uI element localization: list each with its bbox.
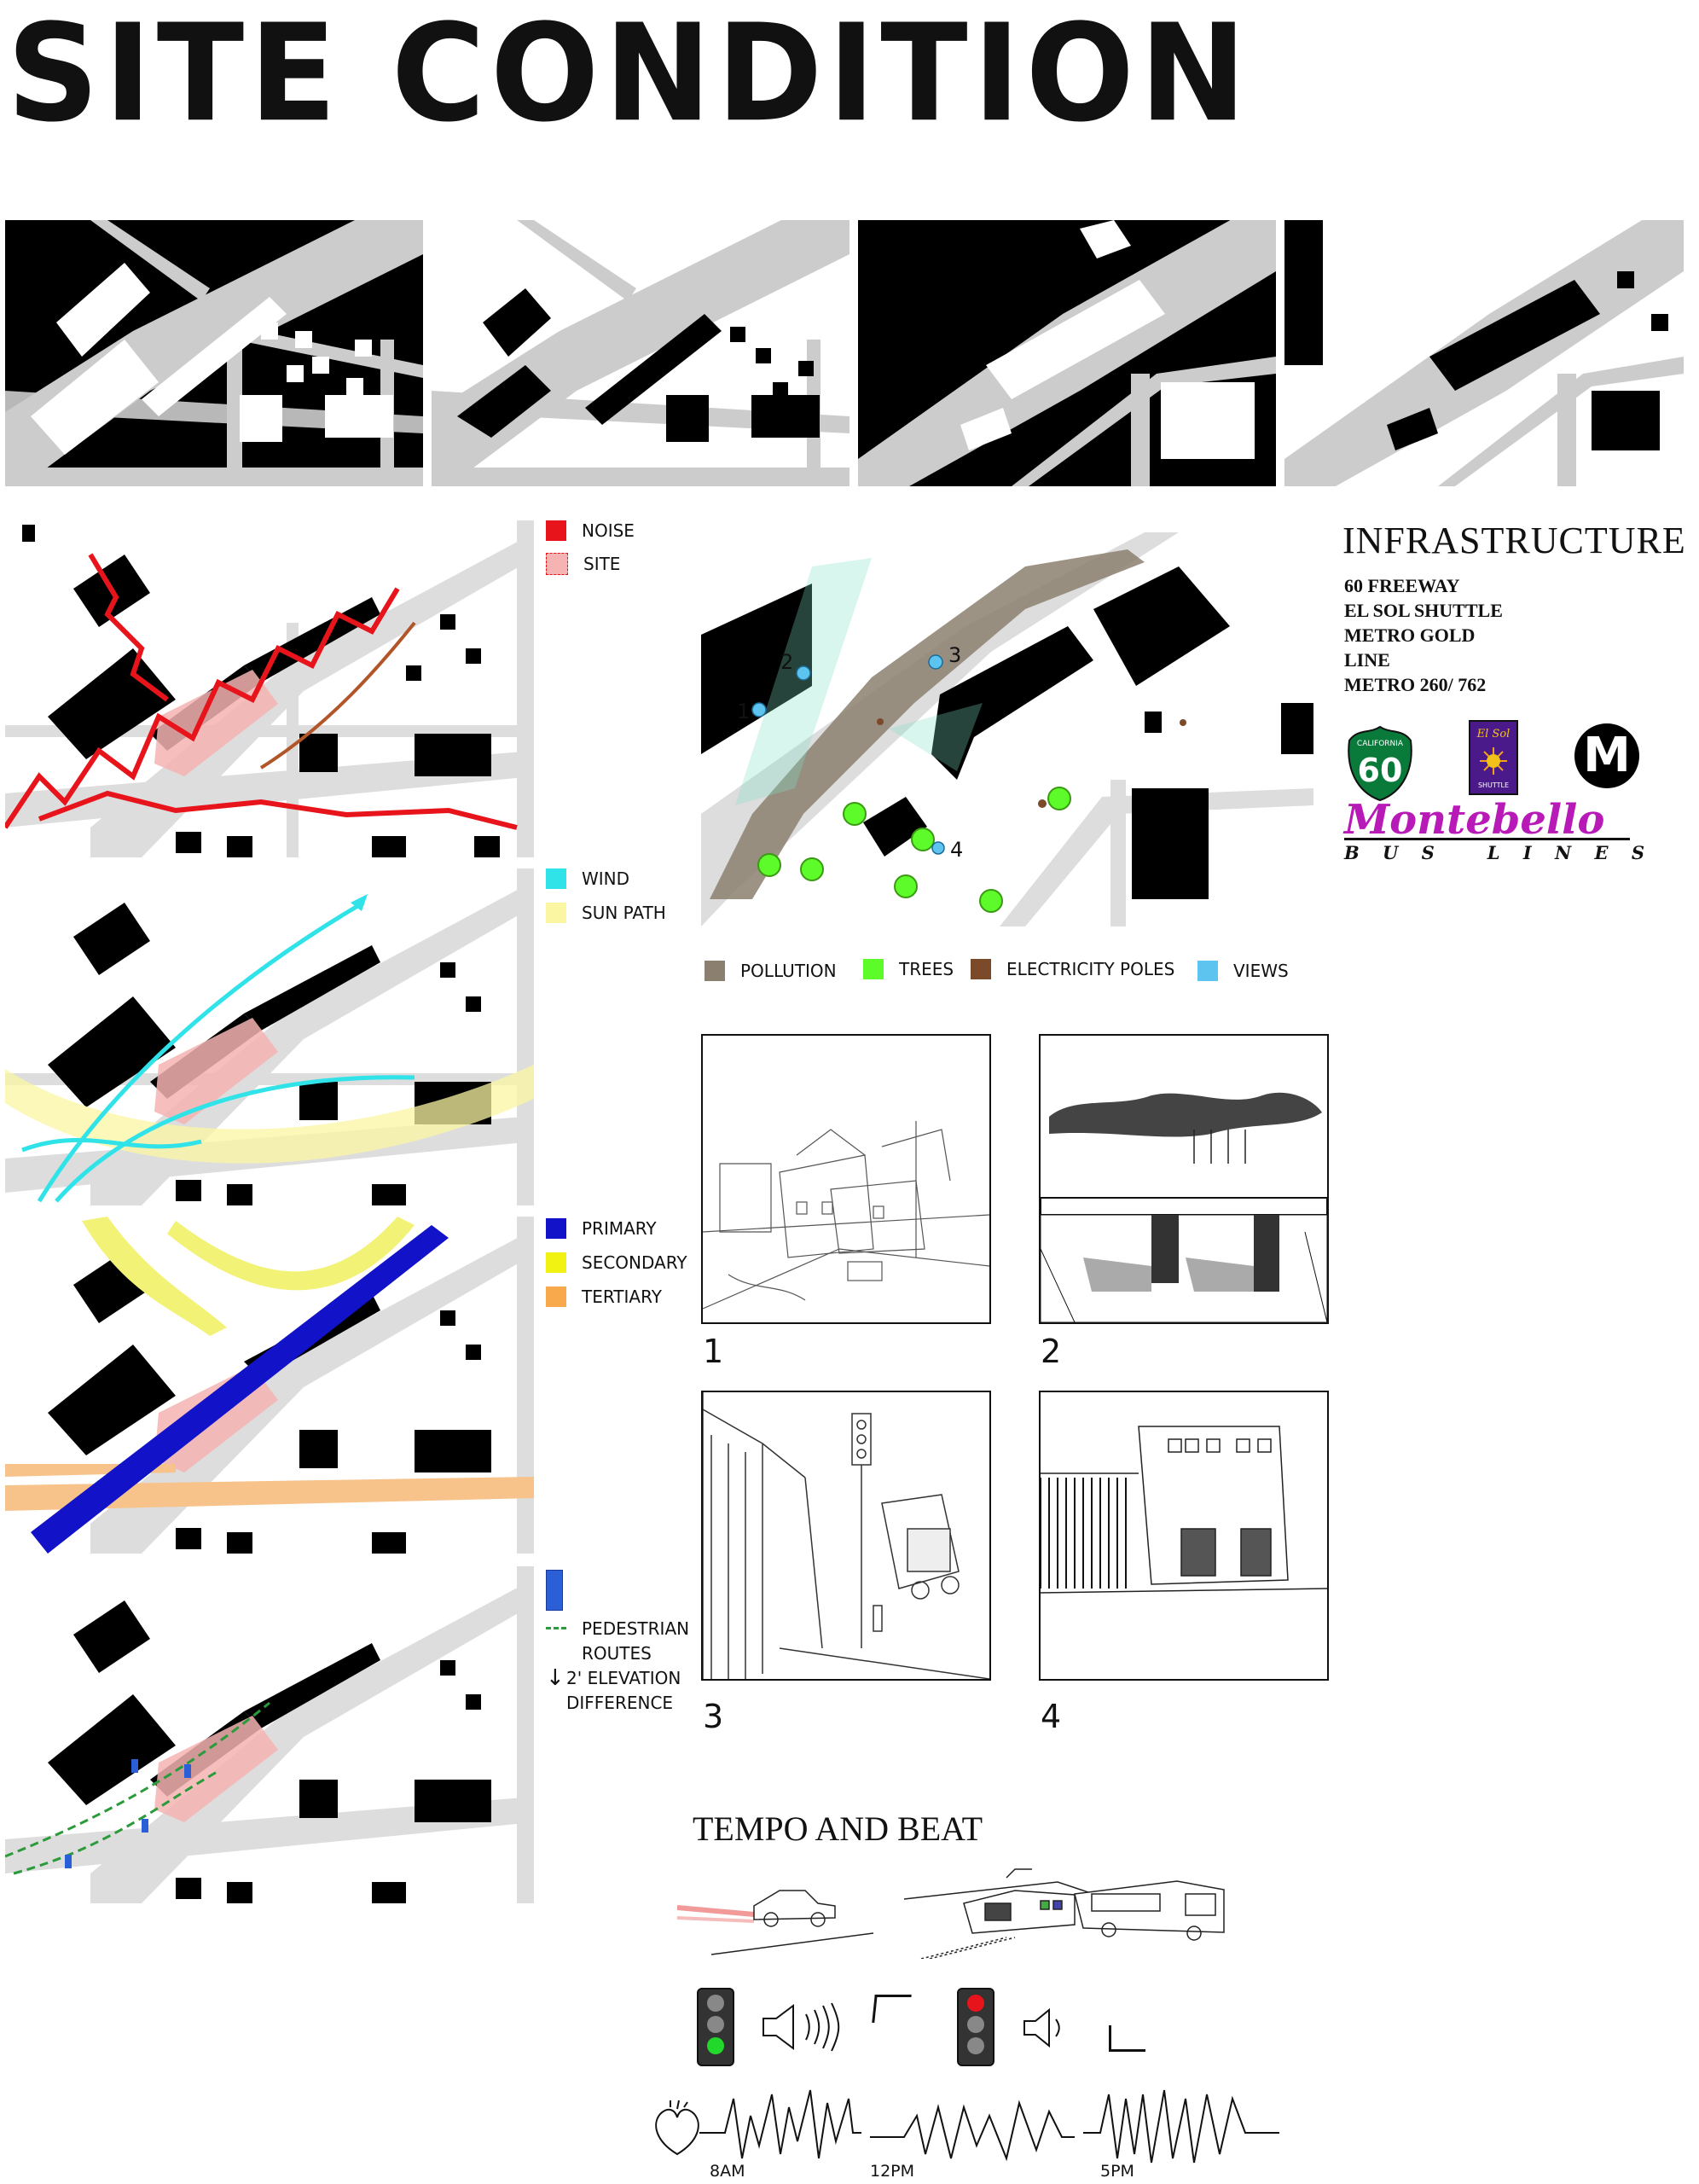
legend-label: SITE: [583, 554, 621, 574]
view-marker-2: 2: [780, 650, 793, 674]
view-number-4: 4: [1041, 1698, 1062, 1735]
legend-label: WIND: [582, 868, 630, 889]
noise-analysis-map: [5, 520, 534, 857]
legend-trees: TREES: [863, 959, 954, 979]
wind-sun-analysis-map: [5, 868, 534, 1205]
views-swatch: [1197, 961, 1218, 981]
page-title: SITE CONDITION: [7, 0, 1252, 153]
el-sol-shuttle-logo: El Sol SHUTTLE: [1469, 720, 1518, 795]
view-number-2: 2: [1041, 1333, 1062, 1370]
infrastructure-line: LINE: [1344, 649, 1390, 671]
legend-tertiary: TERTIARY: [546, 1287, 662, 1307]
elevation-arrow-icon: ↓: [546, 1665, 565, 1691]
infrastructure-map: 1 2 3 4: [701, 532, 1313, 926]
metro-letter: M: [1583, 728, 1631, 783]
montebello-logo: Montebello B U S L I N E S: [1344, 799, 1651, 863]
figure-ground-map-2: [432, 220, 850, 486]
legend-label: SECONDARY: [582, 1252, 687, 1273]
sun-path-swatch: [546, 903, 566, 923]
road-hierarchy-map: [5, 1217, 534, 1554]
legend-secondary: SECONDARY: [546, 1252, 687, 1273]
secondary-swatch: [546, 1252, 566, 1273]
shield-number: 60: [1358, 752, 1403, 789]
legend-label: POLLUTION: [740, 961, 837, 981]
legend-label: DIFFERENCE: [566, 1693, 674, 1713]
view-sketch-2: [1039, 1034, 1329, 1324]
traffic-light-green-icon: [697, 1988, 734, 2066]
route-60-shield-icon: CALIFORNIA 60: [1344, 725, 1416, 802]
bus-sketch-icon: [1066, 1868, 1237, 1954]
legend-views: VIEWS: [1197, 961, 1289, 981]
time-label-5pm: 5PM: [1100, 2162, 1134, 2181]
loud-speaker-icon: [759, 2001, 861, 2053]
heartbeat-12pm: [870, 2082, 1075, 2175]
legend-electricity-poles: ELECTRICITY POLES: [971, 959, 1174, 979]
legend-label: NOISE: [582, 520, 635, 541]
wind-swatch: [546, 868, 566, 889]
view-sketch-4: [1039, 1391, 1329, 1681]
metro-logo-icon: M: [1574, 723, 1639, 788]
time-label-8am: 8AM: [710, 2162, 745, 2181]
shield-state-text: CALIFORNIA: [1357, 740, 1404, 748]
legend-primary: PRIMARY: [546, 1218, 657, 1239]
view-marker-1: 1: [737, 700, 750, 723]
legend-label: ELECTRICITY POLES: [1006, 959, 1175, 979]
view-marker-3: 3: [948, 643, 961, 667]
legend-wind: WIND: [546, 868, 629, 889]
montebello-wordmark: Montebello: [1344, 796, 1605, 844]
car-sketch-icon: [676, 1865, 882, 1959]
figure-ground-map-4: [1284, 220, 1684, 486]
legend-label: 2' ELEVATION: [566, 1668, 681, 1688]
heartbeat-5pm: [1083, 2082, 1279, 2175]
legend-pedestrian-marker: [546, 1570, 563, 1611]
tempo-drop-mark: [1109, 2025, 1145, 2052]
legend-label: PRIMARY: [582, 1218, 657, 1239]
elsol-shuttle-text: SHUTTLE: [1478, 781, 1509, 789]
heartbeat-8am: [699, 2082, 861, 2175]
view-marker-4: 4: [950, 838, 963, 862]
legend-pollution: POLLUTION: [705, 961, 837, 981]
tempo-rise-mark: [872, 1995, 912, 2023]
legend-elevation-label: 2' ELEVATION DIFFERENCE: [566, 1666, 681, 1716]
legend-label: PEDESTRIAN: [582, 1618, 690, 1639]
view-number-3: 3: [703, 1698, 724, 1735]
traffic-light-red-icon: [957, 1988, 994, 2066]
electricity-poles-swatch: [971, 959, 991, 979]
pedestrian-routes-map: [5, 1566, 534, 1903]
elsol-text: El Sol: [1476, 728, 1511, 741]
legend-site: SITE: [546, 553, 620, 575]
pollution-swatch: [705, 961, 725, 981]
legend-label: TERTIARY: [582, 1287, 662, 1307]
legend-label: TREES: [899, 959, 954, 979]
infrastructure-line: EL SOL SHUTTLE: [1344, 600, 1503, 621]
heart-icon: [652, 2099, 703, 2158]
legend-label: SUN PATH: [582, 903, 666, 923]
legend-pedestrian-label: PEDESTRIAN ROUTES: [582, 1617, 689, 1666]
view-sketch-3: [701, 1391, 991, 1681]
site-swatch: [546, 553, 568, 575]
infrastructure-heading: INFRASTRUCTURE: [1342, 520, 1686, 561]
tertiary-swatch: [546, 1287, 566, 1307]
infrastructure-line: METRO GOLD: [1344, 624, 1476, 646]
legend-label: VIEWS: [1233, 961, 1289, 981]
tempo-heading: TEMPO AND BEAT: [693, 1809, 983, 1848]
legend-label: ROUTES: [582, 1643, 652, 1664]
view-sketch-1: [701, 1034, 991, 1324]
metro-train-sketch-icon: [903, 1865, 1110, 1960]
infrastructure-line: 60 FREEWAY: [1344, 575, 1460, 596]
infrastructure-list: 60 FREEWAY EL SOL SHUTTLE METRO GOLD LIN…: [1344, 573, 1503, 697]
time-label-12pm: 12PM: [870, 2162, 915, 2181]
infrastructure-line: METRO 260/ 762: [1344, 674, 1487, 695]
figure-ground-map-3: [858, 220, 1276, 486]
noise-swatch: [546, 520, 566, 541]
legend-sun-path: SUN PATH: [546, 903, 666, 923]
trees-swatch: [863, 959, 884, 979]
primary-swatch: [546, 1218, 566, 1239]
legend-pedestrian-route-line: [546, 1627, 566, 1629]
bus-lines-text: B U S L I N E S: [1344, 842, 1653, 863]
quiet-speaker-icon: [1020, 2007, 1071, 2049]
legend-noise: NOISE: [546, 520, 635, 541]
view-number-1: 1: [703, 1333, 724, 1370]
figure-ground-map-1: [5, 220, 423, 486]
